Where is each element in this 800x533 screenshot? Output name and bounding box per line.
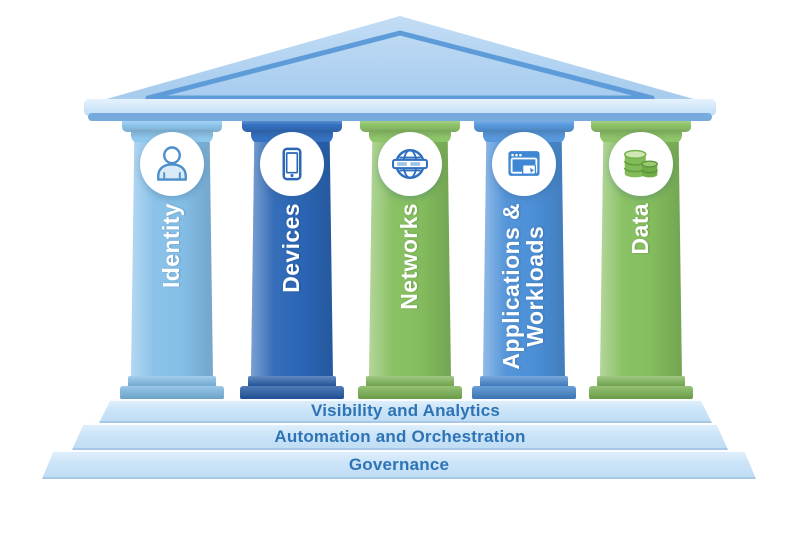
pediment-triangle: [92, 16, 708, 103]
pillar-plinth: [472, 376, 576, 400]
pillar-networks: Networks: [358, 116, 462, 400]
smartphone-icon: [282, 147, 302, 181]
pillar-devices: Devices: [240, 116, 344, 400]
step-label: Visibility and Analytics: [310, 401, 501, 420]
step-label: Governance: [348, 454, 450, 474]
pillar-label: Devices: [278, 203, 304, 293]
icon-circle: [492, 132, 556, 196]
step-governance: Governance: [42, 450, 756, 479]
pillar-applications-workloads: Applications & Workloads: [472, 116, 576, 400]
pediment-inner-line: [145, 30, 655, 101]
pillar-label: Identity: [158, 203, 184, 288]
entablature-bar: [84, 99, 716, 116]
pillar-plinth: [120, 376, 224, 400]
step-visibility-analytics: Visibility and Analytics: [99, 399, 712, 423]
entablature-shadow: [88, 113, 712, 121]
pillar-label: Data: [627, 203, 653, 255]
database-icon: [623, 149, 658, 178]
pillar-shaft: [251, 142, 333, 378]
pillar-identity: Identity: [120, 116, 224, 400]
pillar-plinth: [589, 376, 693, 400]
globe-icon: [392, 149, 428, 179]
person-icon: [157, 146, 187, 181]
temple-roof: [84, 16, 716, 121]
icon-circle: [140, 132, 204, 196]
icon-circle: [260, 132, 324, 196]
pillar-plinth: [358, 376, 462, 400]
icon-circle: [378, 132, 442, 196]
pillar-data: Data: [589, 116, 693, 400]
pillar-plinth: [240, 376, 344, 400]
app-window-icon: [508, 151, 540, 176]
pillar-label: Applications & Workloads: [498, 203, 549, 370]
icon-circle: [609, 132, 673, 196]
pillar-label: Networks: [396, 203, 422, 310]
step-label: Automation and Orchestration: [274, 426, 526, 446]
step-automation-orchestration: Automation and Orchestration: [72, 423, 728, 450]
